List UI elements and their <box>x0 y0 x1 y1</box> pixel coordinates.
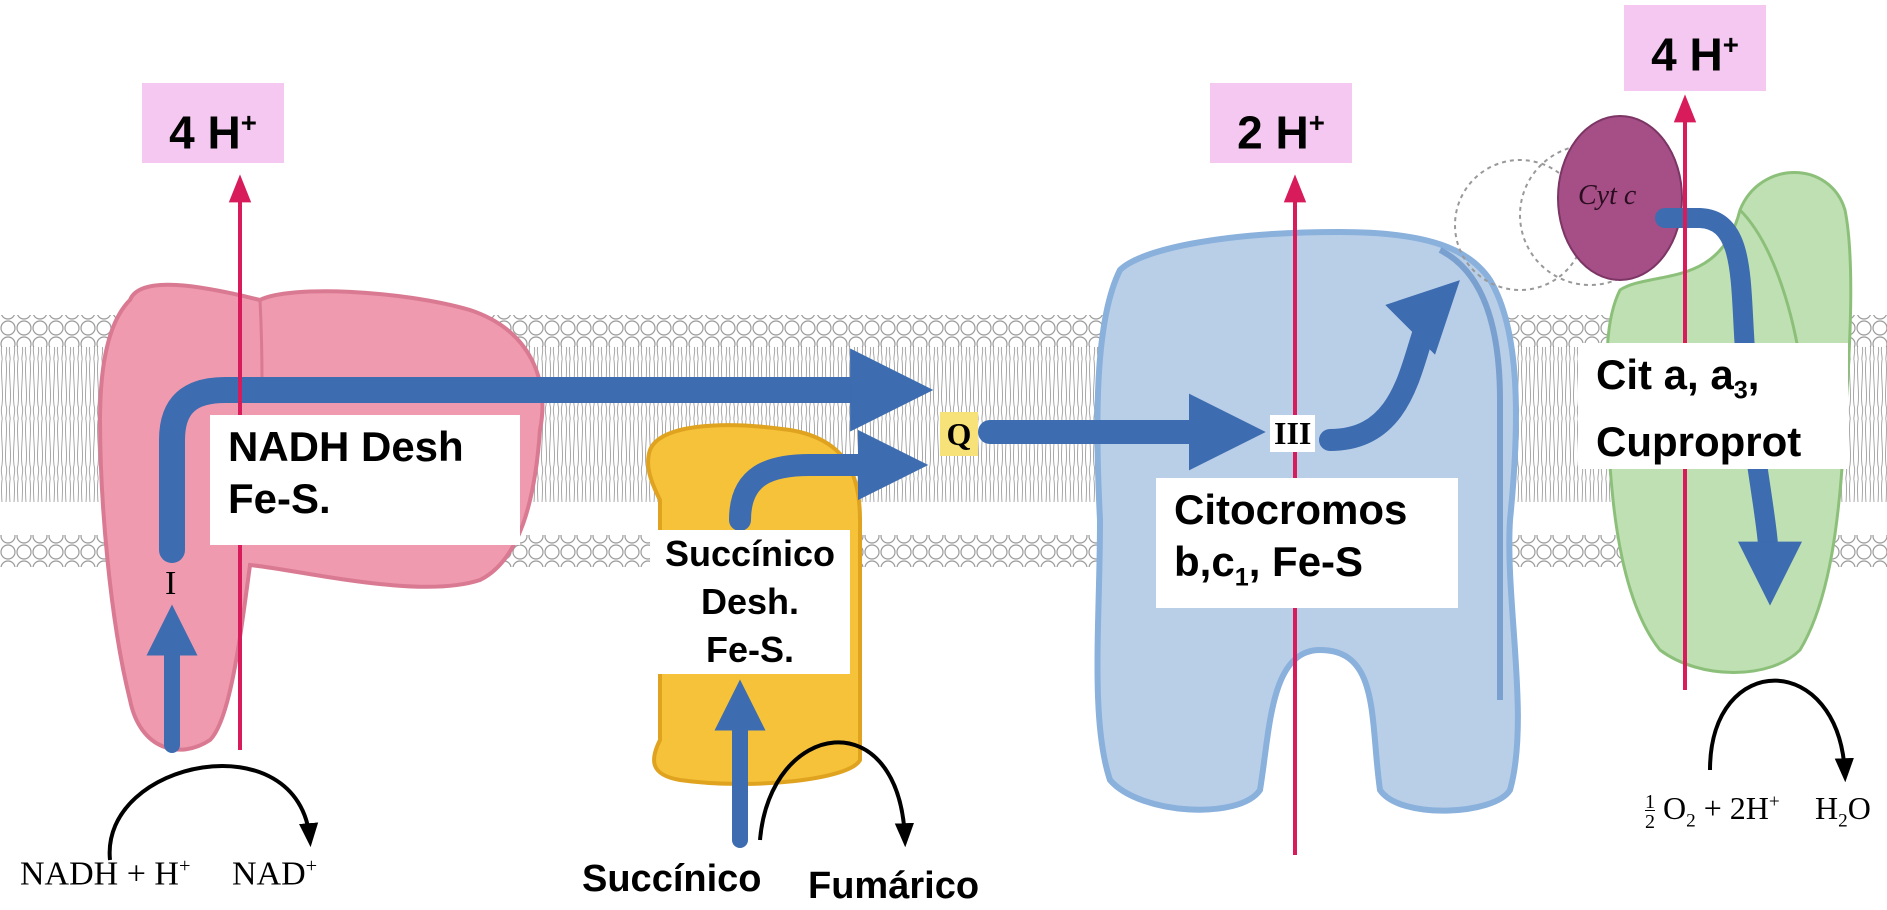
proton-sign-4: + <box>1723 29 1739 60</box>
q-carrier: Q <box>940 412 978 456</box>
oxygen-sub: 2 <box>1686 810 1696 831</box>
proton-count-1: 4 H <box>169 106 241 158</box>
complex-1-label: NADH Desh Fe-S. <box>210 415 520 545</box>
complex-2-label-line1: Succínico <box>650 530 850 578</box>
proton-sign-3: + <box>1309 107 1325 138</box>
proton-count-3: 2 H <box>1237 106 1309 158</box>
complex-3-label-line2: b,c1, Fe-S <box>1174 536 1440 603</box>
proton-label-complex3: 2 H+ <box>1210 83 1352 163</box>
fumarico-label: Fumárico <box>808 865 979 908</box>
reaction-arrow-nadh <box>110 766 310 860</box>
complex-3-label-line2b: , Fe-S <box>1249 538 1363 585</box>
complex-4-label-sub: 3 <box>1734 376 1748 404</box>
complex-4-label-line1: Cit a, a3, <box>1596 349 1830 416</box>
complex-4-label-line1b: , <box>1748 351 1760 398</box>
complex-3-label-sub: 1 <box>1235 563 1249 591</box>
nadh-text: NADH + H <box>20 855 179 892</box>
complex-3-label-line2a: b,c <box>1174 538 1235 585</box>
complex-3-label-line1: Citocromos <box>1174 484 1440 536</box>
oxygen-plus: + 2H <box>1696 790 1769 826</box>
complex-2-label-line3: Fe-S. <box>650 626 850 674</box>
complex-4-label-line2: Cuproprot <box>1596 416 1830 468</box>
nadh-label: NADH + H+ <box>20 855 190 893</box>
nad-sup: + <box>306 855 318 877</box>
proton-sign-1: + <box>241 107 257 138</box>
reaction-arrow-oxygen <box>1710 681 1845 775</box>
complex-1-label-line1: NADH Desh <box>228 421 502 473</box>
water-label: H2O <box>1815 790 1871 832</box>
complex-3-roman: III <box>1270 415 1315 452</box>
water-h: H <box>1815 790 1838 826</box>
proton-label-complex4: 4 H+ <box>1624 5 1766 91</box>
reaction-arrows <box>110 681 1845 860</box>
complex-1-roman: I <box>165 565 176 603</box>
oxygen-o: O <box>1663 790 1686 826</box>
water-o: O <box>1848 790 1871 826</box>
succinico-label: Succínico <box>582 858 762 901</box>
nadh-sup: + <box>179 855 191 877</box>
complex-4-label-line1a: Cit a, a <box>1596 351 1734 398</box>
complex-2-label: Succínico Desh. Fe-S. <box>650 530 850 674</box>
oxygen-plus-sup: + <box>1769 791 1780 812</box>
water-sub: 2 <box>1838 810 1848 831</box>
complex-1-label-line2: Fe-S. <box>228 473 502 525</box>
cytc-label: Cyt c <box>1578 180 1636 212</box>
nad-text: NAD <box>232 855 306 892</box>
complex-4-label: Cit a, a3, Cuproprot <box>1578 343 1848 469</box>
proton-label-complex1: 4 H+ <box>142 83 284 163</box>
complex-3-label: Citocromos b,c1, Fe-S <box>1156 478 1458 608</box>
oxygen-half-den: 2 <box>1645 810 1655 833</box>
proton-count-4: 4 H <box>1651 28 1723 80</box>
complex-2-label-line2: Desh. <box>650 578 850 626</box>
nad-label: NAD+ <box>232 855 317 893</box>
